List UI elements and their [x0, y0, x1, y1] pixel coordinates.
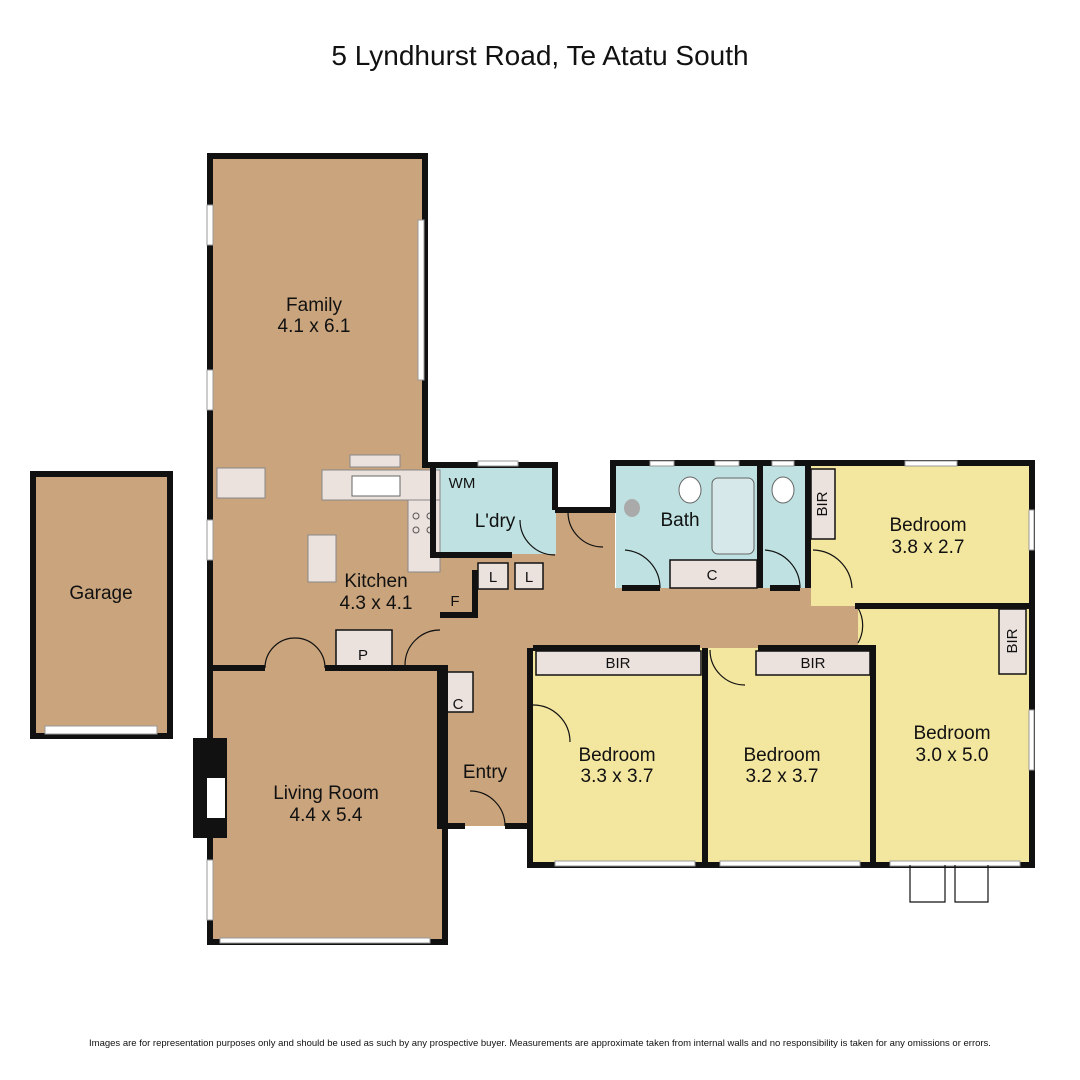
- kitchen-name: Kitchen: [344, 571, 407, 592]
- bedroom1-dims: 3.8 x 2.7: [892, 537, 965, 558]
- bir-label: BIR: [1004, 628, 1021, 653]
- bir-label: BIR: [800, 655, 825, 672]
- bedroom2-floor: [533, 648, 703, 862]
- bedroom3-name: Bedroom: [743, 745, 820, 766]
- living-name: Living Room: [273, 783, 379, 804]
- linen-label: L: [525, 569, 533, 586]
- bedroom3-floor: [705, 648, 873, 862]
- laundry-floor: [436, 466, 556, 554]
- room-labels: Family 4.1 x 6.1 Kitchen 4.3 x 4.1 Livin…: [69, 295, 990, 826]
- fixture-labels: WM L L F P C C BIR BIR BIR BIR: [358, 475, 1021, 713]
- cupboard-label: C: [707, 567, 718, 584]
- hall-corridor: [475, 588, 858, 648]
- kitchen-dims: 4.3 x 4.1: [340, 593, 413, 614]
- bath-name: Bath: [660, 510, 699, 531]
- laundry-name: L'dry: [475, 511, 516, 532]
- disclaimer: Images are for representation purposes o…: [89, 1038, 991, 1049]
- bedroom2-name: Bedroom: [578, 745, 655, 766]
- entry-name: Entry: [463, 762, 508, 783]
- fridge-label: F: [450, 593, 459, 610]
- plan-title: 5 Lyndhurst Road, Te Atatu South: [331, 40, 749, 71]
- bedroom4-name: Bedroom: [913, 723, 990, 744]
- bedroom3-dims: 3.2 x 3.7: [746, 766, 819, 787]
- cupboard-label: C: [453, 696, 464, 713]
- living-floor: [213, 668, 443, 940]
- bedroom1-floor: [811, 466, 1030, 606]
- bir-label: BIR: [605, 655, 630, 672]
- doors: [264, 511, 989, 903]
- bedroom2-dims: 3.3 x 3.7: [581, 766, 654, 787]
- pantry-label: P: [358, 647, 368, 664]
- wm-label: WM: [449, 475, 476, 492]
- bedroom1-name: Bedroom: [889, 515, 966, 536]
- garage-name: Garage: [69, 583, 132, 604]
- garage-floor: [36, 477, 167, 733]
- family-name: Family: [286, 295, 342, 316]
- linen-label: L: [489, 569, 497, 586]
- family-dims: 4.1 x 6.1: [278, 316, 351, 337]
- bedroom4-dims: 3.0 x 5.0: [916, 745, 989, 766]
- bir-label: BIR: [814, 491, 831, 516]
- living-dims: 4.4 x 5.4: [290, 805, 363, 826]
- windows: [44, 204, 1035, 944]
